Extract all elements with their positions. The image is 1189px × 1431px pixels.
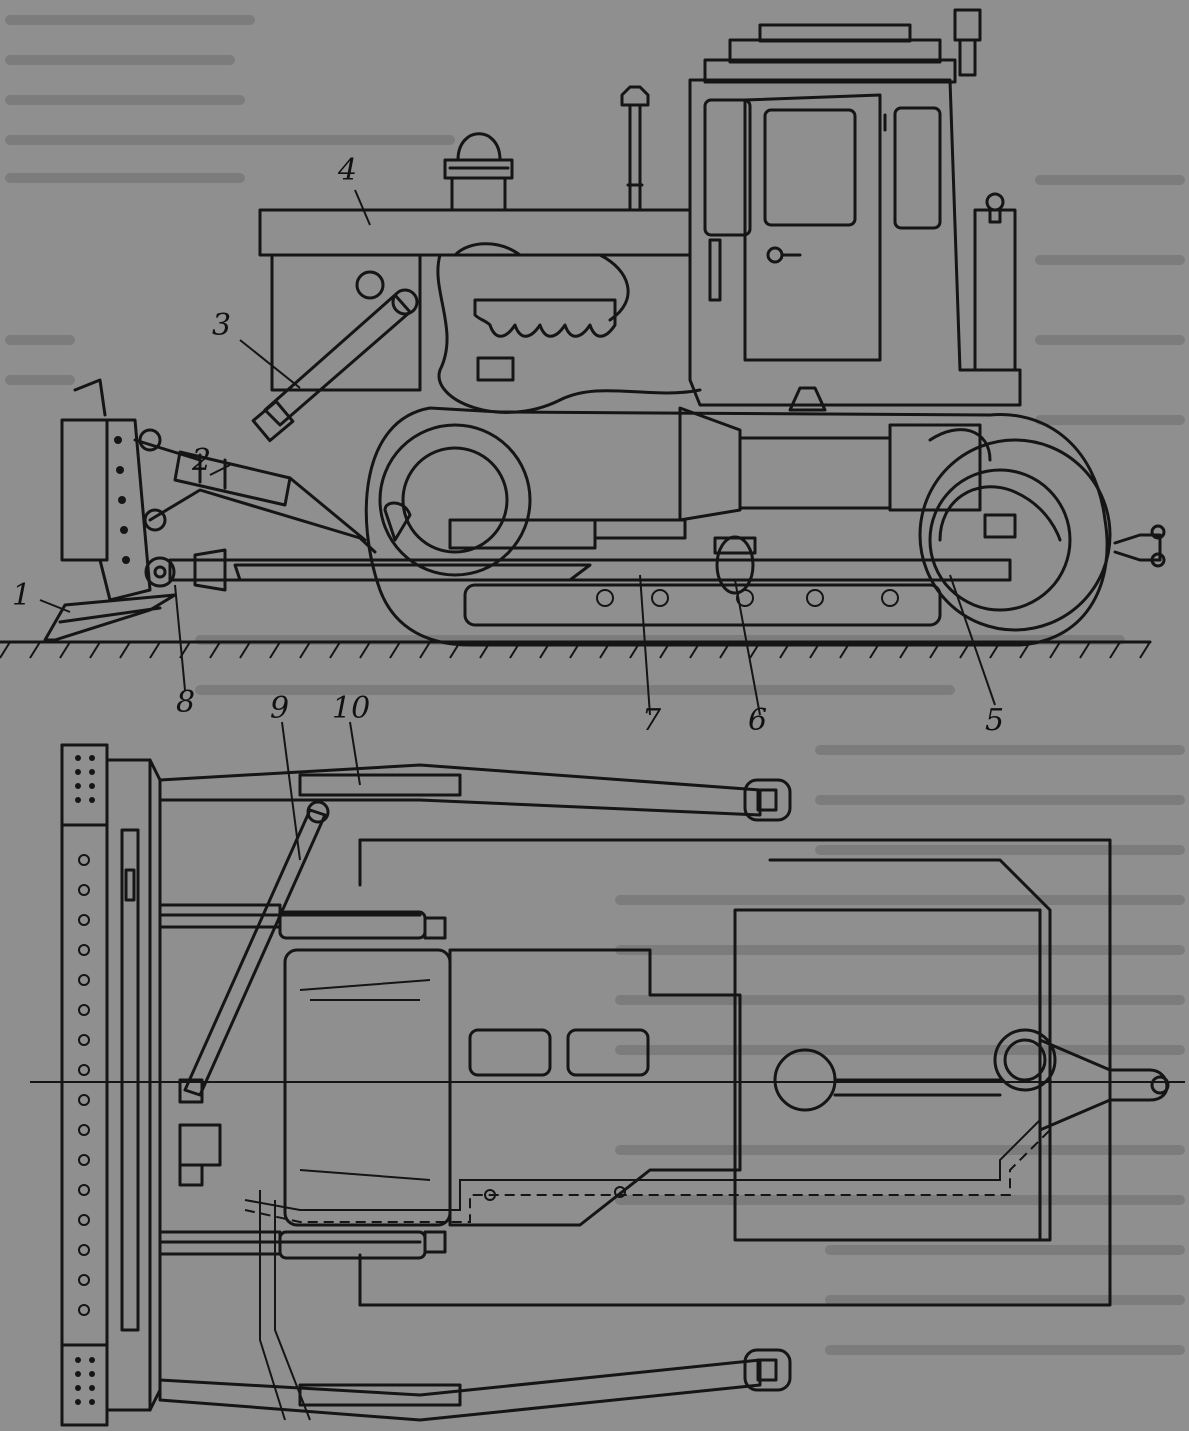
- crawler-track: [364, 406, 1112, 647]
- callout-2: 2: [191, 443, 211, 478]
- blade-top: [60, 743, 162, 1427]
- tractor-body-top: [283, 838, 1170, 1307]
- leader-lines-side: [39, 189, 996, 716]
- transmission: [448, 386, 992, 595]
- push-frame: [144, 548, 1012, 592]
- callout-9: 9: [270, 691, 289, 726]
- hydraulic-lines: [244, 1119, 1051, 1421]
- engine-hood: [258, 208, 702, 414]
- callout-7: 7: [642, 703, 662, 738]
- background-text-lines: [5, 15, 1185, 1355]
- tilt-brace: [178, 800, 330, 1187]
- operator-cab: [688, 8, 1022, 407]
- side-view: 1 2 3 4 5 6 7 8: [0, 8, 1166, 738]
- callout-3: 3: [212, 308, 231, 343]
- leader-lines-top: [281, 721, 361, 861]
- push-bars-top: [158, 763, 792, 1422]
- callout-10: 10: [332, 691, 370, 726]
- air-cleaner: [443, 85, 650, 212]
- top-view: 9 10: [30, 691, 1185, 1427]
- callout-4: 4: [337, 153, 357, 188]
- callout-6: 6: [748, 703, 767, 738]
- callout-5: 5: [985, 703, 1004, 738]
- callout-1: 1: [12, 578, 31, 613]
- callout-8: 8: [176, 685, 195, 720]
- ground-line: [0, 640, 1152, 659]
- lift-cylinders-side: [133, 288, 1166, 568]
- blade-side: [43, 378, 177, 642]
